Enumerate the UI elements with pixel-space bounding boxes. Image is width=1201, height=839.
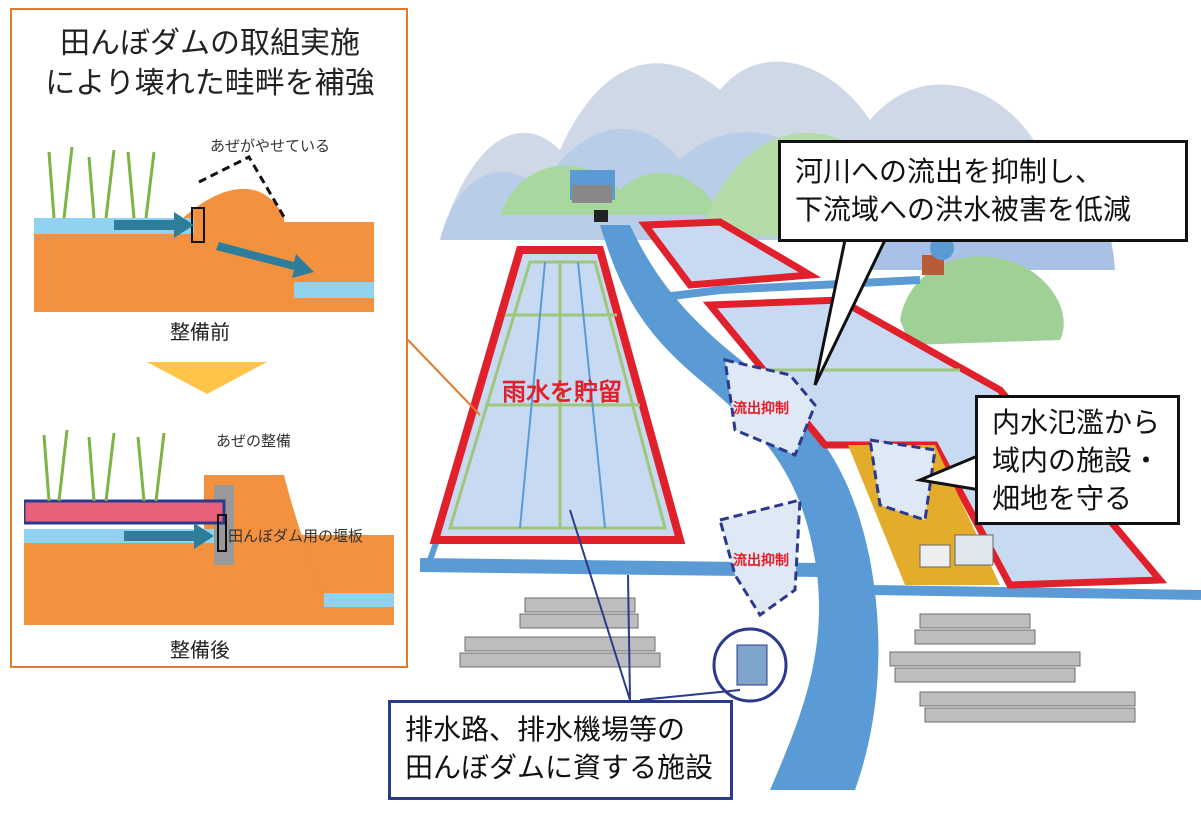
store-rain-label: 雨水を貯留 xyxy=(502,378,622,406)
weir-board-label: 田んぼダム用の堰板 xyxy=(228,527,364,545)
inner-flood-callout: 内水氾濫から 域内の施設・ 畑地を守る xyxy=(975,395,1180,525)
bund-reinforcement-panel: 田んぼダムの取組実施 により壊れた畦畔を補強 あぜがやせている 整備前 あぜ xyxy=(10,8,408,668)
after-note: あぜの整備 xyxy=(216,432,292,450)
field-left xyxy=(429,246,686,544)
outflow-arrows xyxy=(718,358,937,618)
panel-title-line2: により壊れた畦畔を補強 xyxy=(45,66,375,101)
before-note: あぜがやせている xyxy=(210,137,331,155)
river-callout: 河川への流出を抑制し、 下流域への洪水被害を低減 xyxy=(778,140,1188,242)
dam-structures xyxy=(570,170,954,275)
river xyxy=(600,225,879,790)
before-caption: 整備前 xyxy=(170,320,230,344)
houses-right xyxy=(889,613,1136,723)
leader-lines xyxy=(407,339,741,701)
outflow-label-1: 流出抑制 xyxy=(733,401,789,417)
drain-callout-line1: 排水路、排水機場等の xyxy=(405,713,686,746)
inner-callout-line3: 畑地を守る xyxy=(992,482,1133,515)
drainage-callout: 排水路、排水機場等の 田んぼダムに資する施設 xyxy=(388,700,733,800)
after-illustration xyxy=(24,429,394,625)
river-callout-line2: 下流域への洪水被害を低減 xyxy=(795,193,1132,226)
inner-callout-line2: 域内の施設・ xyxy=(992,444,1161,477)
drain-callout-line2: 田んぼダムに資する施設 xyxy=(405,751,714,784)
pumping-station xyxy=(712,627,788,703)
down-arrow-icon xyxy=(147,362,267,394)
river-callout-line1: 河川への流出を抑制し、 xyxy=(795,155,1104,188)
outflow-label-2: 流出抑制 xyxy=(733,553,789,569)
after-caption: 整備後 xyxy=(170,638,230,662)
inner-callout-line1: 内水氾濫から xyxy=(992,406,1161,439)
panel-title-line1: 田んぼダムの取組実施 xyxy=(60,26,360,61)
before-illustration xyxy=(34,146,374,312)
field-top-right xyxy=(638,218,822,289)
houses-left xyxy=(459,597,661,668)
